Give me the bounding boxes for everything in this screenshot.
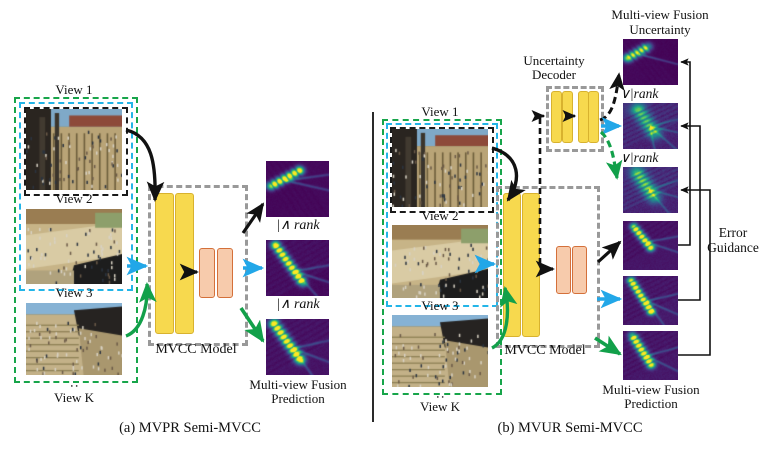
panel-b-uncertainty-caption-line2: Uncertainty [629,22,691,37]
panel-b-uncertainty-heatmap-3 [623,167,678,213]
panel-b-rank-label-1: ∨|rank [620,86,659,101]
panel-b-decoder-bar-2 [572,246,587,294]
panel-b-mvcc-box [496,186,600,348]
panel-b-prediction-heatmap-3 [623,331,678,380]
panel-b-view1-label: View 1 [421,104,459,119]
panel-a-decoder-bar-1 [199,248,215,298]
error-guidance-line-3 [678,186,711,356]
panel-a-view3-photo [26,303,122,375]
panel-b-error-guidance-line2: Guidance [707,240,759,255]
panel-a-output-heatmap-1 [266,161,329,217]
panel-b-uncertainty-bar-2 [562,91,573,143]
panel-b-mvcc-label: MVCC Model [504,343,586,358]
panel-a-caption: (a) MVPR Semi-MVCC [119,420,261,436]
panel-divider [372,112,374,422]
panel-b-view2-photo [392,225,488,298]
panel-a-rank-label-2: |∧ rank [276,297,320,312]
panel-a-decoder-bar-2 [217,248,233,298]
panel-b-fusion-caption-line1: Multi-view Fusion [602,382,700,397]
panel-a-mvcc-label: MVCC Model [155,342,237,357]
panel-b-uncertainty-bar-4 [588,91,599,143]
panel-b-view3-photo [392,315,488,387]
arrow-b-model-to-prediction1 [596,240,622,264]
panel-a-fusion-heatmap [266,319,329,375]
panel-b-uncertainty-heatmap-1 [623,39,678,85]
panel-b-decoder-label-line2: Decoder [531,67,577,82]
panel-a-view2-photo [26,209,122,284]
panel-b-view3-label: View 3 [421,298,459,313]
panel-a-fusion-caption-line1: Multi-view Fusion [249,377,347,392]
panel-b-uncertainty-heatmap-2 [623,103,678,149]
panel-b-view2-label: View 2 [421,208,459,223]
panel-a-views-green-frame [14,97,138,383]
panel-b-prediction-heatmap-1 [623,221,678,270]
panel-b-fusion-caption-line2: Prediction [624,396,678,411]
panel-a-encoder-bar-2 [175,193,194,334]
panel-b-rank-label-2: ∨|rank [620,150,659,165]
panel-b-decoder-label-line1: Uncertainty [523,53,585,68]
panel-b-views-green-frame [382,119,502,395]
panel-a-encoder-bar-1 [155,193,174,334]
panel-b-uncertainty-caption-line1: Multi-view Fusion [611,7,709,22]
panel-a-viewk-label: View K [53,390,94,405]
panel-a-view2-label: View 2 [55,191,93,206]
panel-a-view1-label: View 1 [55,82,93,97]
panel-b-uncertainty-bar-1 [551,91,562,143]
panel-a-output-heatmap-2 [266,240,329,296]
panel-a-rank-label-1: |∧ rank [276,218,320,233]
panel-b-caption: (b) MVUR Semi-MVCC [497,420,643,436]
panel-b-encoder-bar-2 [522,193,540,337]
panel-b-view1-photo [392,129,488,207]
panel-b-decoder-bar-1 [556,246,571,294]
panel-b-prediction-heatmap-2 [623,276,678,325]
panel-b-encoder-bar-1 [503,193,521,337]
panel-b-viewk-label: View K [419,399,460,414]
panel-a-view3-label: View 3 [55,285,93,300]
panel-a-view1-photo [26,109,122,190]
panel-a-fusion-caption-line2: Prediction [271,391,325,406]
panel-b-error-guidance-line1: Error [718,225,748,240]
